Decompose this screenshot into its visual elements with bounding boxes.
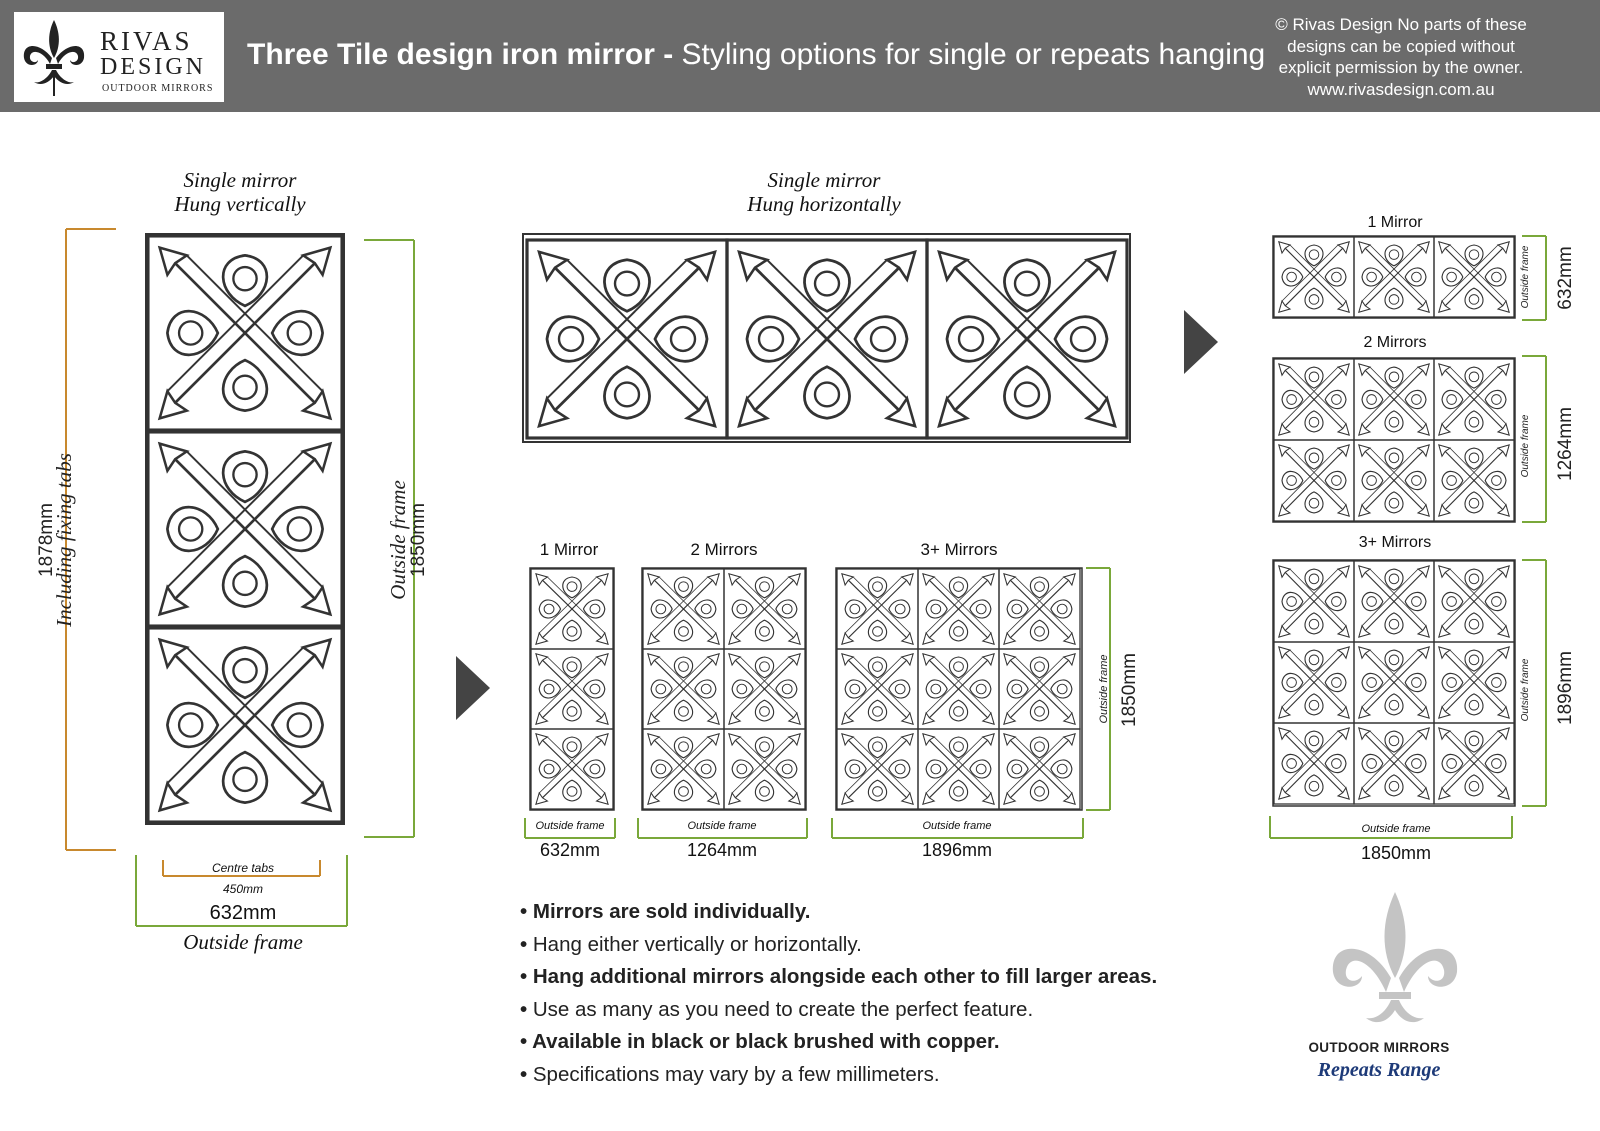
- dim-outside-height: [364, 239, 415, 838]
- hrep-label-1: 1 Mirror: [1367, 214, 1423, 231]
- arrow-right-icon: [1184, 310, 1218, 374]
- vertical-repeat-2: [641, 567, 807, 811]
- copyright-notice: © Rivas Design No parts of these designs…: [1256, 14, 1546, 100]
- bullet-item: Hang either vertically or horizontally.: [520, 929, 1157, 962]
- vrep-width-3: 1896mm: [921, 840, 993, 860]
- arrow-right-icon: [456, 656, 490, 720]
- bullet-item: Available in black or black brushed with…: [520, 1026, 1157, 1059]
- copyright-line: designs can be copied without: [1287, 36, 1515, 56]
- copyright-line: explicit permission by the owner.: [1278, 58, 1524, 77]
- page-title: Three Tile design iron mirror - Styling …: [247, 38, 1265, 72]
- copyright-line: © Rivas Design No parts of these: [1275, 15, 1527, 34]
- logo: RIVAS DESIGN OUTDOOR MIRRORS: [14, 12, 224, 102]
- vertical-width: 632mm: [209, 902, 277, 924]
- brand-line-1: OUTDOOR MIRRORS: [1308, 1040, 1450, 1055]
- vrep-width-2: 1264mm: [686, 840, 758, 860]
- vertical-repeat-3: [835, 567, 1083, 811]
- hrep-side-1: Outside frame: [1520, 245, 1531, 309]
- title-rest: Styling options for single or repeats ha…: [673, 38, 1266, 71]
- incl-tabs-label: Including fixing tabs: [52, 453, 76, 627]
- website-link[interactable]: www.rivasdesign.com.au: [1307, 79, 1495, 99]
- vrep-label-2: 2 Mirrors: [690, 540, 758, 559]
- vertical-title-1: Single mirror: [183, 168, 297, 192]
- vrep-height-label: Outside frame: [1098, 654, 1110, 724]
- hrep-side-3: Outside frame: [1520, 658, 1531, 722]
- vertical-width-label: Outside frame: [183, 930, 303, 954]
- vrep-width-1: 632mm: [539, 840, 601, 860]
- vertical-repeat-1: [529, 567, 615, 811]
- horizontal-mirror: [522, 233, 1131, 443]
- centre-tabs-label: Centre tabs: [211, 861, 275, 875]
- title-bold: Three Tile design iron mirror -: [247, 38, 674, 71]
- logo-name-2: DESIGN: [100, 54, 206, 80]
- dim-outside-width: [135, 855, 348, 927]
- hrep-side-2: Outside frame: [1520, 414, 1531, 478]
- horizontal-repeat-dims: [1269, 235, 1547, 839]
- height-outside: 1850mm: [408, 503, 429, 577]
- outside-frame-label: Outside frame: [386, 480, 410, 600]
- hrep-label-2: 2 Mirrors: [1363, 334, 1427, 351]
- bullet-item: Use as many as you need to create the pe…: [520, 994, 1157, 1027]
- hrep-label-3: 3+ Mirrors: [1358, 534, 1432, 551]
- vertical-repeat-dims: [524, 567, 1111, 839]
- fleur-de-lis-icon: [23, 20, 85, 96]
- vrep-frame-1: Outside frame: [535, 820, 605, 832]
- hrep-height-1: 632mm: [1555, 246, 1576, 310]
- vrep-label-3: 3+ Mirrors: [920, 540, 998, 559]
- horizontal-title-1: Single mirror: [767, 168, 881, 192]
- bullet-item: Hang additional mirrors alongside each o…: [520, 961, 1157, 994]
- brand-fleur-de-lis-icon: [1332, 892, 1458, 1023]
- hrep-bottom-label: Outside frame: [1361, 823, 1431, 835]
- vrep-frame-2: Outside frame: [687, 820, 757, 832]
- vertical-mirror: [145, 233, 345, 825]
- vrep-height: 1850mm: [1119, 653, 1140, 727]
- dim-centre-tabs: [162, 860, 321, 877]
- horizontal-repeat-2: [1272, 357, 1516, 523]
- centre-tabs-value: 450mm: [222, 882, 263, 896]
- hrep-height-3: 1896mm: [1555, 651, 1576, 725]
- bullet-item: Specifications may vary by a few millime…: [520, 1059, 1157, 1092]
- hrep-height-2: 1264mm: [1555, 407, 1576, 481]
- dim-incl-tabs: [65, 228, 116, 851]
- logo-subtitle: OUTDOOR MIRRORS: [102, 83, 214, 94]
- brand-line-2: Repeats Range: [1317, 1059, 1441, 1081]
- horizontal-repeat-1: [1272, 235, 1516, 319]
- hrep-width: 1850mm: [1360, 843, 1432, 863]
- horizontal-title-2: Hung horizontally: [747, 192, 901, 216]
- vertical-title-2: Hung vertically: [174, 192, 306, 216]
- horizontal-repeat-3: [1272, 559, 1516, 807]
- vrep-label-1: 1 Mirror: [539, 540, 599, 559]
- vrep-frame-3: Outside frame: [922, 820, 992, 832]
- bullet-item: Mirrors are sold individually.: [520, 896, 1157, 929]
- logo-name: RIVAS: [100, 26, 193, 56]
- header-bar: RIVAS DESIGN OUTDOOR MIRRORS Three Tile …: [0, 0, 1600, 112]
- feature-list: Mirrors are sold individually. Hang eith…: [520, 896, 1157, 1092]
